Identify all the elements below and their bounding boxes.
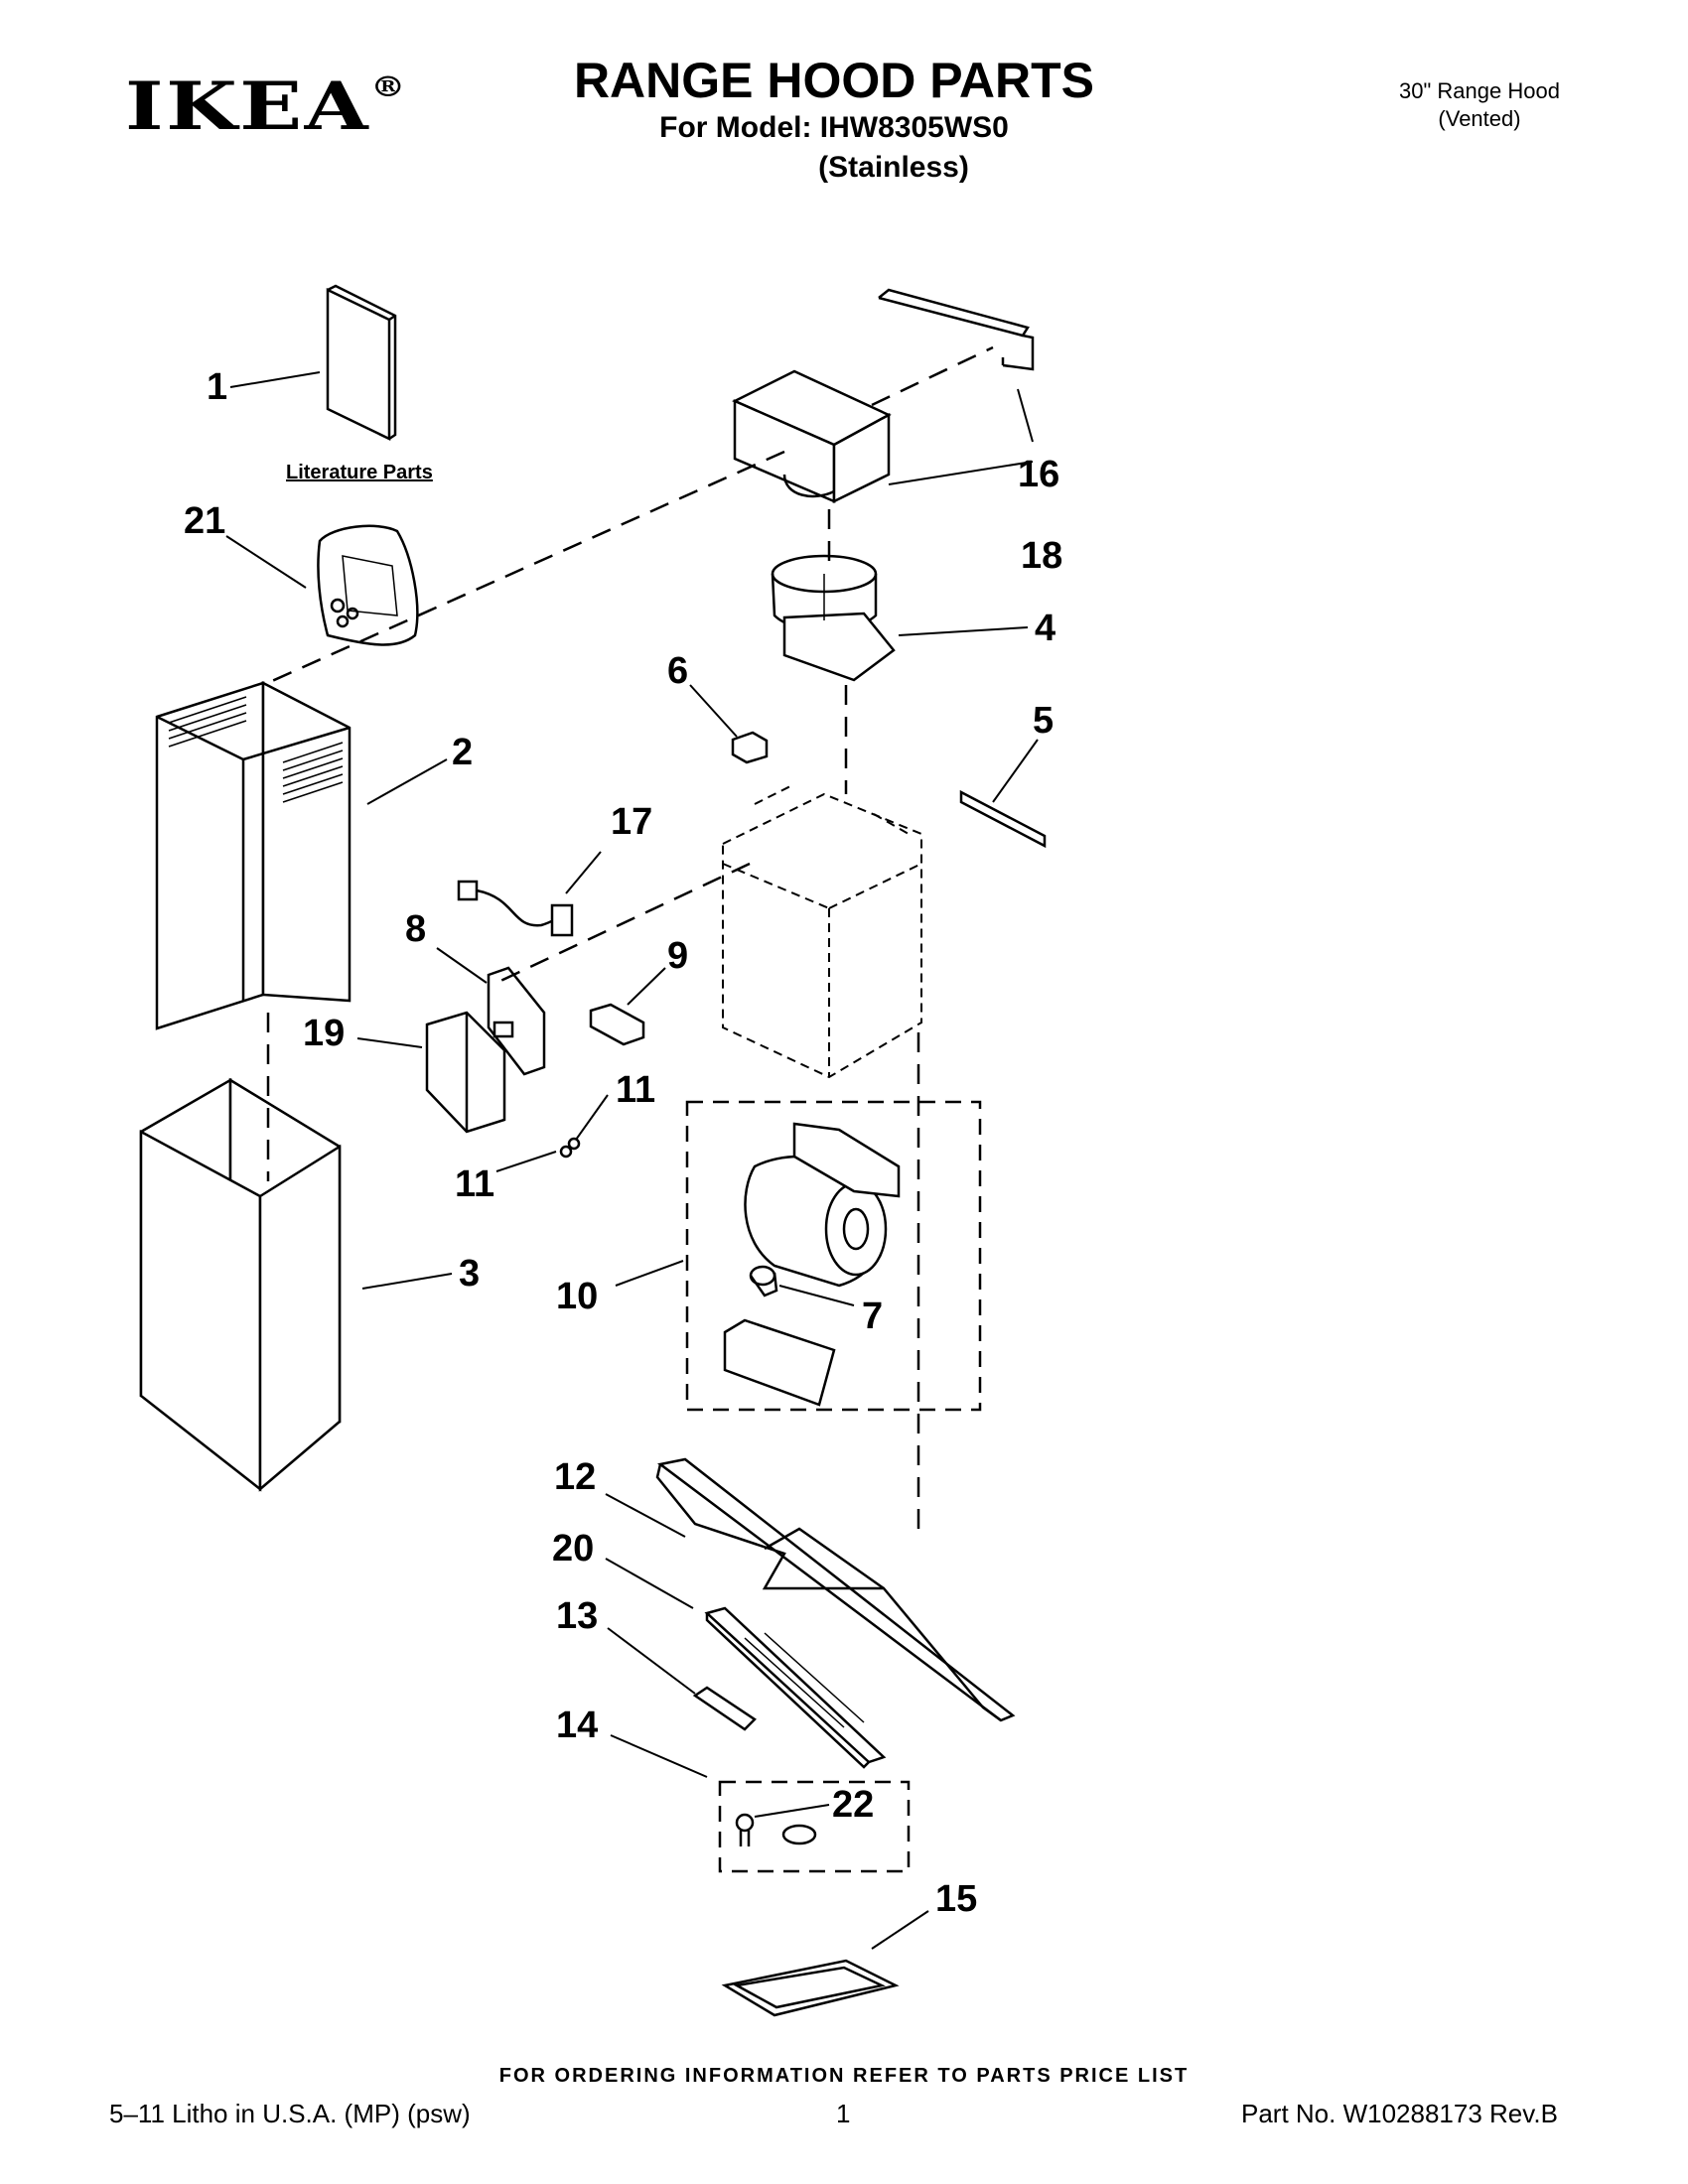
callout-8: 8 <box>405 908 426 950</box>
callout-11b: 11 <box>455 1163 494 1205</box>
blower-bracket <box>723 1318 836 1407</box>
callout-10: 10 <box>556 1276 598 1317</box>
callout-12: 12 <box>554 1456 596 1498</box>
main-housing-outline <box>722 783 922 1079</box>
callout-17: 17 <box>611 801 652 843</box>
callout-13: 13 <box>556 1595 598 1637</box>
callout-4: 4 <box>1035 608 1055 649</box>
part-10-blower-box <box>685 1100 982 1412</box>
callout-14: 14 <box>556 1705 598 1746</box>
callout-16: 16 <box>1018 454 1059 495</box>
logo-text: IKEA <box>125 68 371 145</box>
callout-19: 19 <box>303 1013 345 1054</box>
part-18-duct-box <box>732 369 892 504</box>
callout-18: 18 <box>1021 535 1062 577</box>
callout-2: 2 <box>452 732 473 773</box>
callout-22: 22 <box>832 1784 874 1826</box>
part-2-upper-chimney <box>155 680 352 1030</box>
callout-21: 21 <box>184 500 225 542</box>
part-7-capacitor <box>749 1265 778 1297</box>
product-description: 30" Range Hood (Vented) <box>1370 77 1589 133</box>
callout-3: 3 <box>459 1253 480 1295</box>
callout-1: 1 <box>207 366 227 408</box>
part-21-hardware-bag <box>317 524 419 646</box>
alignment-lines <box>262 345 994 1529</box>
callout-5: 5 <box>1033 700 1054 742</box>
callout-labels: 1 2 3 4 5 6 7 8 9 10 11 11 12 13 14 15 1… <box>184 366 1062 1920</box>
part-17-wire-harness <box>457 880 574 937</box>
part-5-strip <box>959 789 1047 849</box>
part-11-screws <box>559 1137 581 1159</box>
part-8-control-board <box>487 966 546 1076</box>
part-19-cover <box>425 1011 506 1134</box>
finish-line: (Stainless) <box>818 151 969 184</box>
page-number: 1 <box>836 2099 851 2128</box>
part-10-blower <box>744 1122 901 1288</box>
registered-mark: ® <box>370 70 406 103</box>
part-number: Part No. W10288173 Rev.B <box>1241 2099 1558 2128</box>
part-13-lens <box>692 1686 757 1731</box>
part-4-collar <box>771 554 896 682</box>
leader-lines <box>225 371 1039 1950</box>
part-12-hood-body <box>655 1457 1016 1722</box>
literature-parts-label: Literature Parts <box>286 462 433 483</box>
callout-9: 9 <box>667 935 688 977</box>
part-20-filter <box>704 1606 887 1769</box>
part-14-lamp-box <box>718 1780 911 1873</box>
page-title: RANGE HOOD PARTS <box>573 53 1095 108</box>
product-type: (Vented) <box>1438 106 1521 131</box>
callout-15: 15 <box>935 1878 977 1920</box>
part-9-part <box>589 1003 645 1046</box>
part-3-lower-chimney <box>139 1077 342 1492</box>
callout-20: 20 <box>552 1528 594 1570</box>
callout-11a: 11 <box>616 1069 655 1111</box>
ikea-logo: IKEA® <box>125 70 406 140</box>
callout-6: 6 <box>667 650 688 692</box>
ordering-note: FOR ORDERING INFORMATION REFER TO PARTS … <box>498 2065 1190 2087</box>
callout-7: 7 <box>862 1296 883 1337</box>
product-size: 30" Range Hood <box>1399 78 1560 103</box>
model-line: For Model: IHW8305WS0 <box>659 111 1009 144</box>
part-15-filter <box>721 1959 900 2017</box>
part-16-bracket <box>878 288 1035 371</box>
part-1-manual <box>326 284 397 441</box>
litho-line: 5–11 Litho in U.S.A. (MP) (psw) <box>109 2099 471 2128</box>
part-22-bulb <box>735 1813 817 1846</box>
part-6-switch <box>731 731 769 764</box>
